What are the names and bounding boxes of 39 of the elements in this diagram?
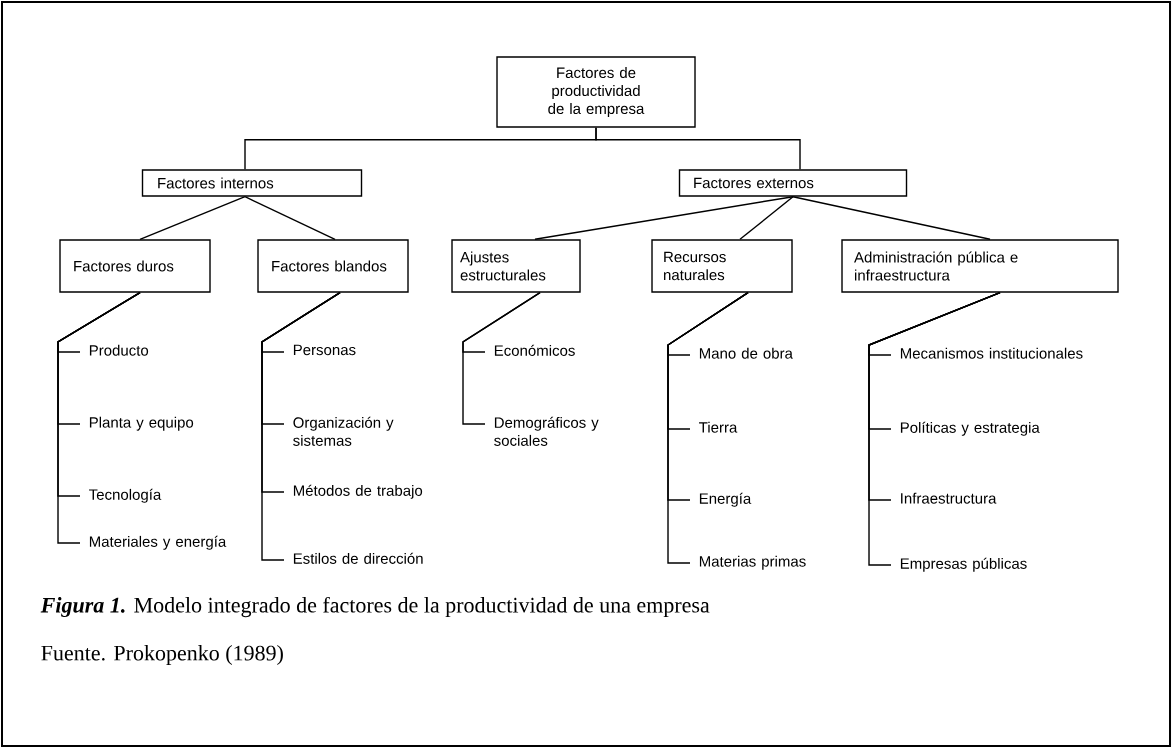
factor-box: Factores duros bbox=[59, 239, 211, 293]
factor-label: Estilos de dirección bbox=[293, 552, 423, 564]
factor-label: Energía bbox=[699, 492, 752, 507]
factor-label: Políticas y estrategia bbox=[900, 421, 1040, 436]
factor-label: Tierra bbox=[699, 421, 738, 433]
connector-line bbox=[595, 127, 801, 170]
factor-label: Producto bbox=[89, 344, 149, 356]
connector-line bbox=[139, 196, 246, 240]
factor-label: Demográficos y sociales bbox=[494, 416, 599, 446]
factor-label: Personas bbox=[293, 344, 356, 356]
factor-label: Económicos bbox=[494, 344, 575, 356]
connector-line bbox=[739, 196, 794, 240]
factor-label: Mecanismos institucionales bbox=[900, 347, 1083, 359]
factor-label: Materiales y energía bbox=[89, 535, 227, 550]
factor-label: Materias primas bbox=[699, 555, 806, 570]
connector-line bbox=[868, 292, 1001, 566]
connector-line bbox=[57, 292, 141, 544]
factor-label: Organización y sistemas bbox=[293, 416, 394, 446]
factor-box: Factores de productividad de la empresa bbox=[496, 56, 696, 128]
factor-box: Factores blandos bbox=[257, 239, 409, 293]
connector-line bbox=[261, 292, 341, 561]
factor-box: Ajustes estructurales bbox=[451, 239, 581, 293]
factor-label: Métodos de trabajo bbox=[293, 484, 423, 499]
factor-box: Recursos naturales bbox=[651, 239, 793, 293]
connector-line bbox=[792, 196, 991, 240]
connector-line bbox=[534, 196, 794, 240]
factor-label: Empresas públicas bbox=[900, 557, 1027, 572]
factor-label: Tecnología bbox=[89, 488, 162, 503]
connector-line bbox=[244, 196, 336, 240]
source-note: Fuente. Prokopenko (1989) bbox=[41, 645, 283, 665]
connector-line bbox=[462, 292, 541, 425]
factor-label: Mano de obra bbox=[699, 347, 793, 359]
figure-caption: Figura 1. Modelo integrado de factores de la productividad de una empresa bbox=[40, 596, 710, 618]
factor-box: Factores externos bbox=[678, 169, 908, 197]
connector-line bbox=[667, 292, 749, 564]
factor-box: Factores internos bbox=[141, 169, 363, 197]
factor-label: Infraestructura bbox=[901, 492, 997, 504]
factor-label: Planta y equipo bbox=[89, 416, 194, 431]
factor-box: Administración pública e infraestructura bbox=[841, 239, 1119, 293]
